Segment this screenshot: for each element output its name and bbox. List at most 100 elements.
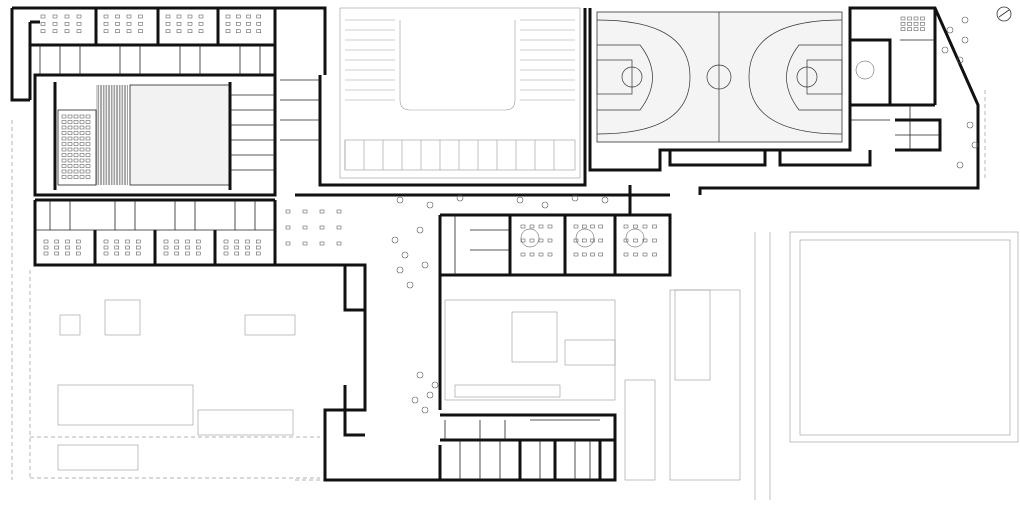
desk [598,252,603,257]
auditorium-seat [73,169,79,174]
auditorium-seat [61,131,67,135]
desk [165,14,171,19]
desk [642,252,648,257]
auditorium-seat [73,147,79,152]
auditorium-seat [85,175,91,179]
auditorium-seat [67,169,73,174]
desk [246,29,251,33]
auditorium-seat [79,114,85,119]
desk [125,245,130,250]
tree-icon [946,26,954,34]
desk [114,245,119,250]
assembly-hall [57,84,231,186]
auditorium-seat [67,153,73,157]
desk [198,29,204,33]
desk [125,239,130,244]
parking-lot-southeast [754,231,1019,500]
auditorium-seat [61,114,67,119]
desk [245,251,250,256]
desk [642,224,648,229]
desk [319,225,325,230]
desk [163,251,169,256]
desk [64,29,70,33]
desk [319,209,325,214]
desk [520,238,526,243]
desk [114,239,119,244]
auditorium-seat [67,125,73,130]
auditorium-seat [85,131,91,135]
auditorium-seat [67,164,73,168]
desk [103,239,109,244]
desk [234,245,239,250]
auditorium-seat [67,142,73,146]
desk [65,245,70,250]
desk [256,22,261,26]
auditorium-seat [67,114,73,119]
desk [285,209,291,214]
desk [302,209,308,214]
desk [913,22,919,26]
auditorium-seat [85,136,91,141]
auditorium-seat [61,125,67,130]
desk [103,245,109,250]
desk [103,14,109,19]
desk [642,238,648,243]
desk [103,251,109,256]
auditorium-seat [79,169,85,174]
auditorium-seat [67,120,73,124]
tree-icon [421,261,429,269]
desk [336,225,342,230]
tree-icon [941,46,949,54]
desk [176,29,182,33]
desk [256,239,261,244]
gymnasium [596,11,843,143]
desk [40,29,46,33]
desk [163,239,169,244]
desk [920,16,925,21]
auditorium-seat [79,147,85,152]
auditorium-seat [61,147,67,152]
desk [126,22,132,26]
desk [54,251,59,256]
auditorium-seat [61,175,67,179]
north-arrow-icon [996,6,1012,22]
auditorium-seat [67,131,73,135]
auditorium-seat [61,136,67,141]
round-table [520,228,540,248]
desk [652,224,657,229]
desk [174,251,179,256]
auditorium-seat [85,164,91,168]
auditorium-seat [79,164,85,168]
desk [547,224,553,229]
desk [246,22,251,26]
basketball-court [596,11,843,143]
desk [43,239,49,244]
tree-icon [971,141,979,149]
tree-icon [426,391,434,399]
desk [538,238,544,243]
desk [598,224,603,229]
interior-partitions [35,39,940,480]
desk [225,29,231,33]
desk [198,14,204,19]
desk [52,22,58,26]
tree-icon [421,406,429,414]
tree-icon [956,161,964,169]
desk [598,238,603,243]
desk [547,252,553,257]
desk [114,251,119,256]
tree-icon [601,196,609,204]
tree-icon [956,56,964,64]
desk [40,14,46,19]
auditorium-seat [73,136,79,141]
desk [920,27,925,31]
auditorium-seat [73,164,79,168]
desk [529,238,535,243]
desk [529,252,535,257]
auditorium-seat [79,142,85,146]
desk [52,29,58,33]
desk [336,209,342,214]
desk [234,251,239,256]
desk [223,239,229,244]
